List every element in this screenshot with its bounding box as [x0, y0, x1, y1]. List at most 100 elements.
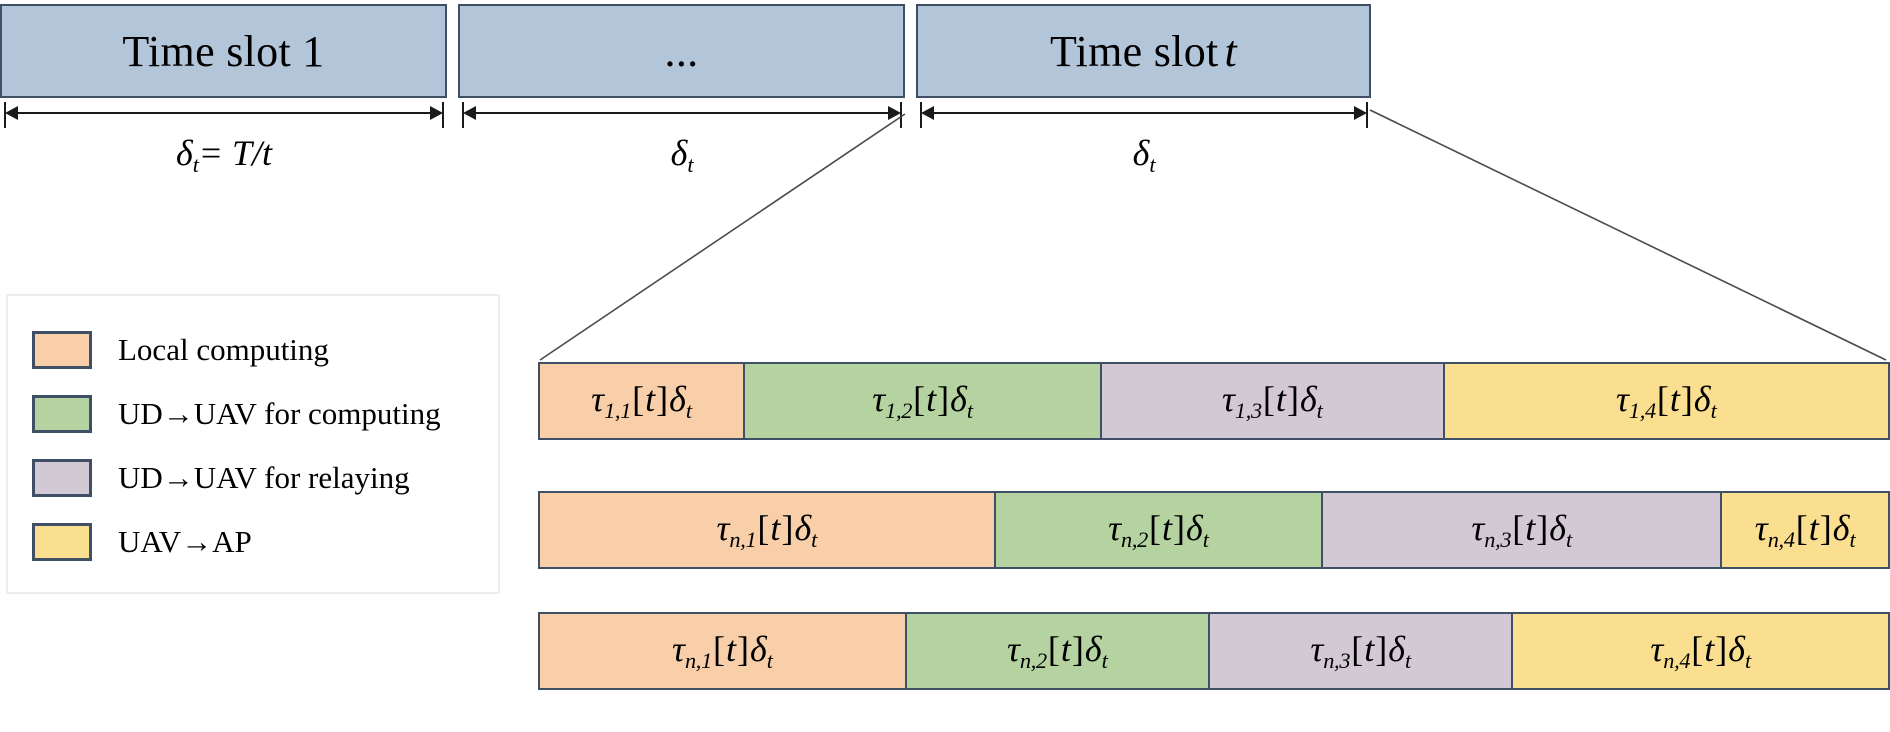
bracket-close: ]	[1536, 507, 1549, 548]
tau-subscript: n,4	[1767, 527, 1795, 553]
allocation-segment-n-1: τn,1[t]δt	[540, 493, 996, 567]
tau-symbol: τ	[672, 628, 685, 669]
segment-formula: τn,3[t]δt	[1471, 507, 1572, 553]
delta-subscript: t	[1202, 527, 1209, 553]
tau-subscript: n,2	[1121, 527, 1148, 553]
bracket-open: [	[712, 628, 725, 669]
time-index: t	[645, 378, 656, 419]
segment-formula: τn,2[t]δt	[1007, 628, 1108, 674]
time-index: t	[1162, 507, 1173, 548]
tau-symbol: τ	[1007, 628, 1020, 669]
bracket-open: [	[1512, 507, 1525, 548]
bracket-open: [	[1047, 628, 1060, 669]
dimension-arrow-slot-1	[4, 98, 444, 128]
tau-subscript: 1,2	[885, 398, 913, 424]
legend-label-local-computing: Local computing	[118, 332, 329, 367]
dimension-arrow-slot-mid	[462, 98, 902, 128]
tau-subscript: n,3	[1484, 527, 1512, 553]
delta-subscript: t	[687, 152, 694, 178]
segment-formula: τ1,4[t]δt	[1616, 378, 1717, 424]
bracket-close: ]	[656, 378, 669, 419]
tau-subscript: 1,4	[1628, 398, 1656, 424]
allocation-segment-n-4: τn,4[t]δt	[1722, 493, 1888, 567]
tau-symbol: τ	[1471, 507, 1485, 548]
delta-symbol: δ	[669, 378, 686, 419]
arrowhead-right-icon	[430, 106, 443, 120]
time-index: t	[770, 507, 781, 548]
delta-subscript: t	[1566, 527, 1572, 553]
tau-symbol: τ	[872, 378, 886, 419]
legend-swatch-local-computing	[32, 331, 92, 369]
tau-subscript: 1,1	[604, 398, 632, 424]
delta-symbol: δ	[1549, 507, 1567, 548]
delta-subscript: t	[1404, 648, 1411, 674]
time-slot-ellipsis-label: ...	[664, 26, 699, 76]
delta-subscript: t	[1149, 152, 1156, 178]
bracket-close: ]	[1286, 378, 1299, 419]
bracket-open: [	[1656, 378, 1669, 419]
segment-formula: τn,3[t]δt	[1310, 628, 1411, 674]
tau-symbol: τ	[716, 507, 730, 548]
tau-subscript: n,2	[1019, 648, 1047, 674]
tick-right	[900, 102, 902, 128]
bracket-open: [	[1262, 378, 1275, 419]
tick-right	[442, 102, 444, 128]
bracket-close: ]	[736, 628, 749, 669]
arrowhead-left-icon	[463, 106, 476, 120]
time-slot-1: Time slot 1	[0, 4, 447, 98]
tau-symbol: τ	[1754, 507, 1768, 548]
segment-formula: τn,1[t]δt	[717, 507, 818, 553]
delta-symbol: δ	[1186, 507, 1203, 548]
delta-symbol: δ	[1832, 507, 1850, 548]
legend-swatch-ud-uav-computing	[32, 395, 92, 433]
legend-item-local-computing: Local computing	[32, 318, 498, 382]
allocation-segment-1-1: τ1,1[t]δt	[540, 364, 745, 438]
timeline: Time slot 1 ... Time slot t	[0, 4, 1570, 98]
delta-symbol: δ	[1388, 628, 1405, 669]
segment-formula: τn,4[t]δt	[1755, 507, 1856, 553]
legend-swatch-ud-uav-relaying	[32, 459, 92, 497]
legend-label-ud-uav-computing: UD→UAV for computing	[118, 396, 441, 431]
tau-symbol: τ	[1310, 628, 1324, 669]
bracket-open: [	[1691, 628, 1704, 669]
tau-symbol: τ	[1650, 628, 1664, 669]
time-index: t	[1525, 507, 1536, 548]
delta-subscript: t	[685, 398, 692, 424]
delta-subscript: t	[811, 527, 818, 553]
delta-symbol: δ	[1084, 628, 1102, 669]
delta-subscript: t	[192, 152, 199, 178]
legend-swatch-uav-ap	[32, 523, 92, 561]
bracket-close: ]	[1819, 507, 1832, 548]
delta-symbol: δ	[1728, 628, 1745, 669]
tau-subscript: 1,3	[1234, 398, 1262, 424]
time-slot-1-label: Time slot 1	[122, 26, 325, 76]
delta-symbol: δ	[1132, 133, 1150, 173]
legend-label-uav-ap: UAV→AP	[118, 524, 252, 559]
tau-subscript: n,4	[1663, 648, 1691, 674]
delta-symbol: δ	[794, 507, 812, 548]
arrowhead-right-icon	[1354, 106, 1367, 120]
time-index: t	[1364, 628, 1375, 669]
delta-expression: = T/t	[198, 133, 272, 173]
delta-subscript: t	[966, 398, 973, 424]
dimension-label-slot-t: δt	[920, 128, 1368, 178]
arrow-bar	[470, 112, 894, 114]
tau-symbol: τ	[1222, 378, 1235, 419]
allocation-segment-n-2: τn,2[t]δt	[906, 614, 1210, 688]
allocation-segment-n-3: τn,3[t]δt	[1323, 493, 1723, 567]
segment-formula: τn,4[t]δt	[1650, 628, 1751, 674]
delta-symbol: δ	[950, 378, 967, 419]
allocation-segment-n-1: τn,1[t]δt	[540, 614, 907, 688]
arrowhead-left-icon	[921, 106, 934, 120]
bracket-close: ]	[1715, 628, 1728, 669]
tau-symbol: τ	[591, 378, 605, 419]
time-slot-ellipsis: ...	[458, 4, 905, 98]
allocation-segment-n-2: τn,2[t]δt	[995, 493, 1324, 567]
bracket-open: [	[913, 378, 926, 419]
segment-formula: τ1,2[t]δt	[872, 378, 973, 424]
bracket-close: ]	[1375, 628, 1388, 669]
delta-subscript: t	[1101, 648, 1108, 674]
allocation-segment-n-3: τn,3[t]δt	[1209, 614, 1514, 688]
